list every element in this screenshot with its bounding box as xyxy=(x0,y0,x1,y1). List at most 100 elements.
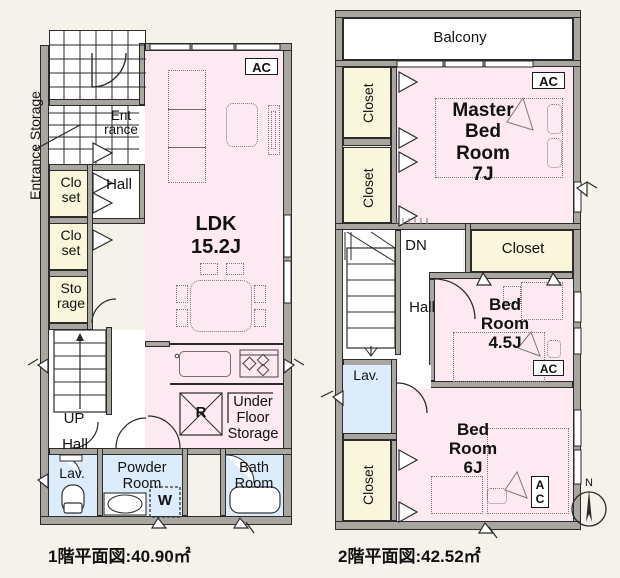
f1-sofa-div1 xyxy=(168,109,206,110)
f1-sink xyxy=(179,351,231,377)
f2-ac-bed45-marker: AC xyxy=(533,360,564,376)
f2-wall-closet-r xyxy=(391,67,397,224)
f1-wall-top-r xyxy=(144,43,292,51)
f2-wall-closet-hall-b xyxy=(429,272,573,279)
f2-master-pillow-1 xyxy=(547,104,562,134)
f2-closet-top-label: Closet xyxy=(360,83,376,123)
f1-wall-hall-r xyxy=(139,164,145,224)
f2-master-bed xyxy=(435,98,563,178)
f2-wall-top xyxy=(335,10,581,18)
f1-wall-closet-c xyxy=(49,270,92,277)
f2-lav-cover xyxy=(343,365,391,433)
f2-b45-bed xyxy=(453,332,545,382)
f2-ac-bed6-marker: A C xyxy=(531,476,549,508)
f2-bedroom-45-label: Bed Room 4.5J xyxy=(480,295,530,353)
f2-lavatory-label: Lav. xyxy=(353,367,379,383)
f1-sofa-div2 xyxy=(168,147,206,148)
f1-closet-1-area xyxy=(49,170,92,217)
f2-wall-closet-hall-l xyxy=(465,223,471,278)
f2-wall-stair-r xyxy=(395,230,401,355)
f1-bathroom-label: Bath Room xyxy=(234,460,274,492)
f2-bedroom-6-label: Bed Room 6J xyxy=(448,420,498,478)
f2-stairs-down-label: DN xyxy=(405,237,427,254)
f2-b6-dresser xyxy=(431,476,483,514)
f1-ldk-label: LDK 15.2J xyxy=(190,213,242,258)
f2-b45-chair xyxy=(503,286,521,304)
f2-ac-master-marker: AC xyxy=(532,72,565,89)
f2-wall-bottom xyxy=(335,521,581,530)
f2-closet-hall-label: Closet xyxy=(501,240,545,257)
f1-wall-wet-v3 xyxy=(220,448,226,516)
f1-coffee-table xyxy=(226,103,258,147)
f1-chair-3 xyxy=(254,285,266,303)
f2-b6-bed xyxy=(487,428,569,514)
f1-wall-ent-r xyxy=(139,43,145,105)
compass: N xyxy=(570,477,610,530)
f1-sofa xyxy=(168,70,206,183)
f2-closet-top-area xyxy=(343,67,391,138)
f1-wall-wet-top xyxy=(49,448,292,455)
f1-chair-2 xyxy=(176,309,188,327)
f1-kitchen-wall xyxy=(145,341,170,347)
f2-wall-left xyxy=(335,10,343,530)
f1-dining-table xyxy=(190,280,252,332)
f1-kitchen-counter-top xyxy=(170,343,283,345)
f1-storage-area xyxy=(49,276,92,323)
f1-chair-6 xyxy=(226,263,244,275)
f1-wall-stair-r xyxy=(106,327,112,415)
f1-closet-1-label: Clo set xyxy=(60,174,82,205)
f1-wall-hall-b xyxy=(92,218,145,224)
f2-balcony-area xyxy=(343,18,573,60)
f1-wall-bottom xyxy=(40,516,292,525)
f1-wall-wet-v2 xyxy=(182,448,188,516)
f2-wall-master-b xyxy=(335,223,581,230)
entrance-storage-label: Entrance Storage xyxy=(27,91,43,200)
f1-tv-unit xyxy=(268,105,280,155)
f2-wall-right xyxy=(573,10,581,530)
compass-north-label: N xyxy=(585,477,593,489)
f1-kitchen-counter-bot xyxy=(170,383,283,385)
f1-wall-closet-a xyxy=(49,164,145,171)
f1-stairs-up-label: UP xyxy=(63,410,85,427)
f1-chair-4 xyxy=(254,309,266,327)
f1-under-floor-label: Under Floor Storage xyxy=(227,394,279,442)
f2-closet-hall-area xyxy=(471,230,573,272)
f1-lavatory-label: Lav. xyxy=(59,465,85,481)
f2-closet-mid-label: Closet xyxy=(360,168,376,208)
f2-master-bedroom-area xyxy=(397,67,573,223)
f1-stairs-up-area xyxy=(49,330,145,448)
f1-storage-label: Sto rage xyxy=(56,280,86,311)
f2-wall-cb-r xyxy=(391,440,397,521)
f1-chair-1 xyxy=(176,285,188,303)
f2-b6-pillow xyxy=(487,488,507,504)
f1-hall-upper-area xyxy=(92,165,145,223)
f1-tv-screen xyxy=(271,111,276,149)
f1-wall-closet-d xyxy=(49,323,92,330)
f1-ac-marker: AC xyxy=(245,58,278,75)
f1-washer-label: W xyxy=(157,492,173,509)
f1-fridge-label: R xyxy=(195,404,207,421)
f1-wall-wet-v1 xyxy=(97,448,103,516)
floor1-caption: 1階平面図:40.90㎡ xyxy=(48,547,191,566)
f1-chair-5 xyxy=(200,263,218,275)
f2-master-bedroom-label: Master Bed Room 7J xyxy=(452,100,514,185)
f1-entrance-label: Ent rance xyxy=(104,108,138,138)
f2-closet-mid-area xyxy=(343,147,391,223)
f2-hall-label: Hall xyxy=(409,299,435,316)
f2-hall-strip xyxy=(397,365,431,389)
f2-wall-b45-l xyxy=(429,279,435,381)
f1-wall-ent-b xyxy=(49,99,145,106)
f1-powder-label: Powder Room xyxy=(117,460,167,492)
floor2-plan: AC xyxy=(320,10,598,539)
f2-b45-pillow xyxy=(547,340,561,358)
f2-closet-bottom-label: Closet xyxy=(360,465,376,505)
f2-b45-desk xyxy=(521,282,563,320)
f2-closet-bottom-area xyxy=(343,440,391,521)
f2-wall-lav-b xyxy=(343,433,397,440)
f1-hall-lower-label: Hall xyxy=(62,436,88,453)
floor2-caption: 2階平面図:42.52㎡ xyxy=(338,547,481,566)
f2-balcony-label: Balcony xyxy=(433,29,487,46)
f2-master-pillow-2 xyxy=(547,138,562,168)
f1-closet-2-label: Clo set xyxy=(60,227,82,258)
